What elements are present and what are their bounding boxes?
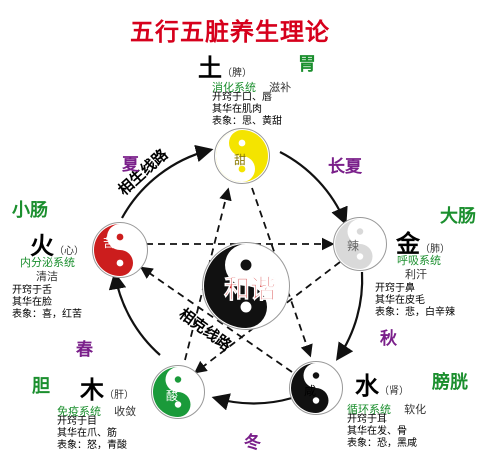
- yinyang-dot: [238, 139, 246, 147]
- metal-info-line: 其华在皮毛: [375, 295, 425, 306]
- yinyang-dot: [116, 233, 124, 241]
- arrow-metal-to-water: [336, 271, 364, 361]
- water-heading: 水（肾）: [355, 366, 409, 401]
- arrow-wood-to-fire: [108, 271, 161, 356]
- fire-info-line: 表象：喜，红苦: [12, 309, 82, 320]
- generating-cycle-arrows: [108, 144, 364, 411]
- metal-system: 呼吸系统: [397, 254, 441, 267]
- water-info-line: 表象：恐，黑咸: [347, 438, 417, 449]
- water-system-row: 循环系统 软化: [347, 398, 426, 417]
- wood-info-line: 其华在爪、筋: [57, 428, 117, 439]
- metal-organ: （肺）: [420, 244, 450, 255]
- wood-yinyang: [151, 365, 205, 419]
- arrow-fire-to-earth: [121, 144, 214, 219]
- season-winter: 冬: [244, 433, 261, 453]
- water-yinyang: [289, 361, 343, 415]
- water-organ: （肾）: [379, 386, 409, 397]
- metal-function: 利汗: [405, 268, 427, 281]
- metal-taste: 辣: [347, 239, 359, 253]
- fire-info-line: 其华在脸: [12, 297, 52, 308]
- season-spring: 春: [76, 340, 93, 360]
- yinyang-dot: [356, 228, 364, 235]
- wood-taste: 酸: [166, 388, 178, 403]
- water-info: 开窍于耳 其华在发、骨 表象：恐，黑咸: [347, 414, 417, 450]
- metal-info: 开窍于鼻 其华在皮毛 表象：悲，白辛辣: [375, 283, 455, 319]
- wood-function: 收敛: [114, 405, 137, 418]
- yinyang-dot: [312, 372, 320, 379]
- wood-info-line: 开窍于目: [57, 416, 97, 427]
- arrow-water-to-fire: [139, 266, 293, 373]
- water-taste: 咸: [304, 384, 316, 398]
- metal-info-line: 开窍于鼻: [375, 283, 415, 294]
- fire-yinyang: [92, 222, 148, 278]
- arrow-water-to-wood: [211, 393, 293, 411]
- center-label: 和谐: [224, 275, 276, 305]
- yinyang-dot: [174, 401, 182, 408]
- wood-info-line: 表象：怒，青酸: [57, 440, 127, 451]
- metal-fu: 大肠: [440, 206, 476, 227]
- water-fu: 膀胱: [432, 372, 468, 393]
- yinyang-dot: [240, 301, 252, 313]
- yinyang-dot: [312, 397, 320, 404]
- season-late-summer: 长夏: [328, 157, 362, 177]
- earth-yinyang: [214, 128, 270, 184]
- yinyang-dot: [116, 259, 124, 267]
- wood-system: 免疫系统: [57, 405, 101, 418]
- earth-organ: （脾）: [222, 68, 252, 79]
- earth-heading: 土（脾）: [198, 48, 252, 83]
- earth-info-line: 其华在肌肉: [212, 104, 262, 115]
- metal-yinyang: [333, 217, 387, 271]
- water-info-line: 开窍于耳: [347, 414, 387, 425]
- earth-fu: 胃: [298, 54, 316, 75]
- harmony-yinyang: [202, 242, 290, 330]
- fire-fu: 小肠: [12, 200, 48, 221]
- wood-name: 木: [80, 376, 104, 404]
- earth-name: 土: [198, 54, 222, 82]
- fire-taste: 苦: [103, 236, 115, 250]
- wood-heading: 木（肝）: [80, 370, 134, 405]
- water-function: 软化: [404, 403, 427, 416]
- metal-info-line: 表象：悲，白辛辣: [375, 307, 455, 318]
- fire-name: 火: [30, 232, 54, 260]
- wood-info: 开窍于目 其华在爪、筋 表象：怒，青酸: [57, 416, 127, 452]
- fire-function: 清洁: [36, 270, 58, 283]
- arrow-earth-to-metal: [279, 151, 348, 226]
- fire-organ: （心）: [54, 246, 84, 257]
- wood-organ: （肝）: [104, 390, 134, 401]
- metal-name: 金: [396, 230, 420, 258]
- water-system: 循环系统: [347, 403, 391, 416]
- water-name: 水: [355, 372, 379, 400]
- earth-info-line: 表象：思、黄甜: [212, 116, 282, 127]
- earth-taste: 甜: [234, 153, 246, 167]
- yinyang-dot: [356, 253, 364, 260]
- fire-system: 内分泌系统: [20, 256, 75, 269]
- yinyang-dot: [240, 259, 252, 271]
- fire-info: 开窍于舌 其华在脸 表象：喜，红苦: [12, 285, 82, 321]
- wood-system-row: 免疫系统 收敛: [57, 400, 136, 419]
- earth-function: 滋补: [269, 81, 292, 94]
- earth-system-row: 消化系统 滋补: [212, 76, 291, 95]
- earth-info-line: 开窍于口、唇: [212, 92, 272, 103]
- fire-heading: 火（心）: [30, 226, 84, 261]
- season-autumn: 秋: [380, 329, 397, 349]
- earth-system: 消化系统: [212, 81, 256, 94]
- fire-info-line: 开窍于舌: [12, 285, 52, 296]
- earth-info: 开窍于口、唇 其华在肌肉 表象：思、黄甜: [212, 92, 282, 128]
- page-title: 五行五脏养生理论: [130, 18, 330, 46]
- yinyang-dot: [238, 165, 246, 173]
- water-info-line: 其华在发、骨: [347, 426, 407, 437]
- yinyang-dot: [174, 376, 182, 383]
- season-summer: 夏: [122, 155, 139, 175]
- wood-fu: 胆: [32, 376, 50, 397]
- metal-heading: 金（肺）: [396, 224, 450, 259]
